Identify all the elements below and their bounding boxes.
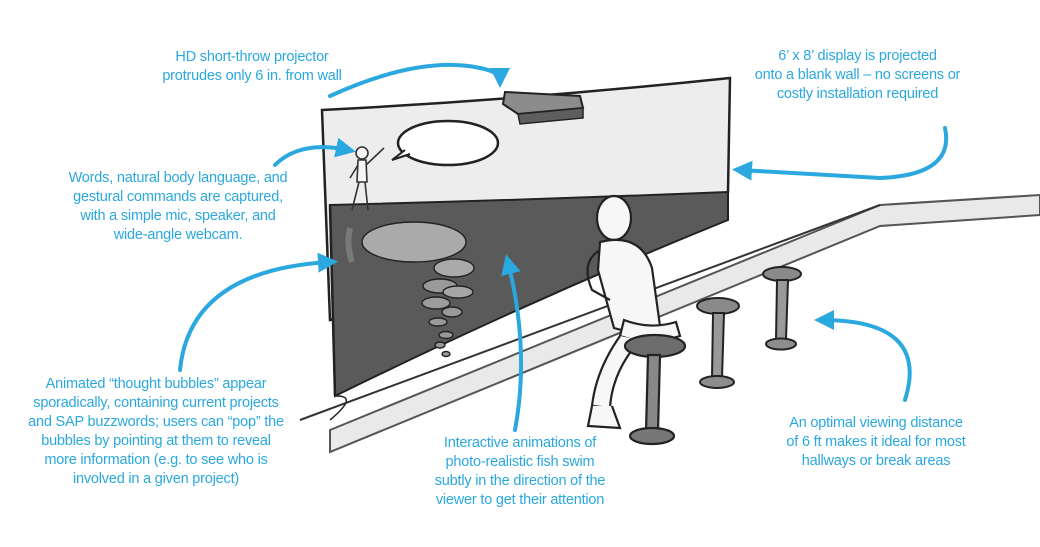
callout-bubbles-line: sporadically, containing current project…: [33, 395, 279, 411]
callout-bubbles-line: more information (e.g. to see who is: [44, 452, 268, 468]
seated-person: [586, 194, 682, 430]
callout-display-line: 6’ x 8’ display is projected: [778, 48, 937, 64]
callout-bubbles-line: involved in a given project): [72, 471, 240, 487]
projected-figure: [349, 146, 385, 211]
callout-bubbles: Animated “thought bubbles” appear sporad…: [6, 375, 306, 489]
stool-middle: [696, 297, 740, 389]
callout-distance-line: An optimal viewing distance: [789, 415, 963, 431]
callout-fish-line: viewer to get their attention: [435, 492, 605, 508]
callout-bubbles-line: and SAP buzzwords; users can “pop” the: [28, 414, 284, 430]
callout-capture-line: Words, natural body language, and: [68, 170, 288, 186]
arrow-bubbles: [178, 252, 338, 372]
callout-distance-line: hallways or break areas: [801, 453, 951, 469]
callout-capture-line: with a simple mic, speaker, and: [80, 208, 276, 224]
callout-fish-line: photo-realistic fish swim: [445, 454, 595, 470]
callout-projector-line: HD short-throw projector: [175, 49, 329, 65]
callout-display-line: costly installation required: [776, 86, 939, 102]
projector: [501, 90, 585, 125]
arrow-capture: [273, 137, 356, 167]
callout-distance-line: of 6 ft makes it ideal for most: [786, 434, 966, 450]
callout-bubbles-line: Animated “thought bubbles” appear: [45, 376, 267, 392]
callout-capture: Words, natural body language, and gestur…: [40, 169, 316, 245]
arrow-display: [732, 126, 949, 181]
thought-bubbles: [361, 221, 475, 358]
arrow-projector: [328, 62, 510, 98]
arrow-fish: [501, 254, 524, 432]
callout-projector: HD short-throw projector protrudes only …: [136, 48, 368, 86]
stool-front: [623, 333, 687, 446]
callout-display: 6’ x 8’ display is projected onto a blan…: [730, 47, 985, 104]
callout-distance: An optimal viewing distance of 6 ft make…: [758, 414, 994, 471]
callout-capture-line: gestural commands are captured,: [73, 189, 283, 205]
arrow-distance: [814, 310, 912, 402]
stool-back: [762, 266, 802, 351]
callout-display-line: onto a blank wall – no screens or: [754, 67, 961, 83]
callout-projector-line: protrudes only 6 in. from wall: [162, 68, 342, 84]
callout-capture-line: wide-angle webcam.: [113, 227, 243, 243]
callout-fish: Interactive animations of photo-realisti…: [402, 434, 638, 510]
callout-fish-line: Interactive animations of: [443, 435, 597, 451]
callout-fish-line: subtly in the direction of the: [434, 473, 606, 489]
speech-bubble: [391, 119, 500, 167]
callout-bubbles-line: bubbles by pointing at them to reveal: [41, 433, 271, 449]
